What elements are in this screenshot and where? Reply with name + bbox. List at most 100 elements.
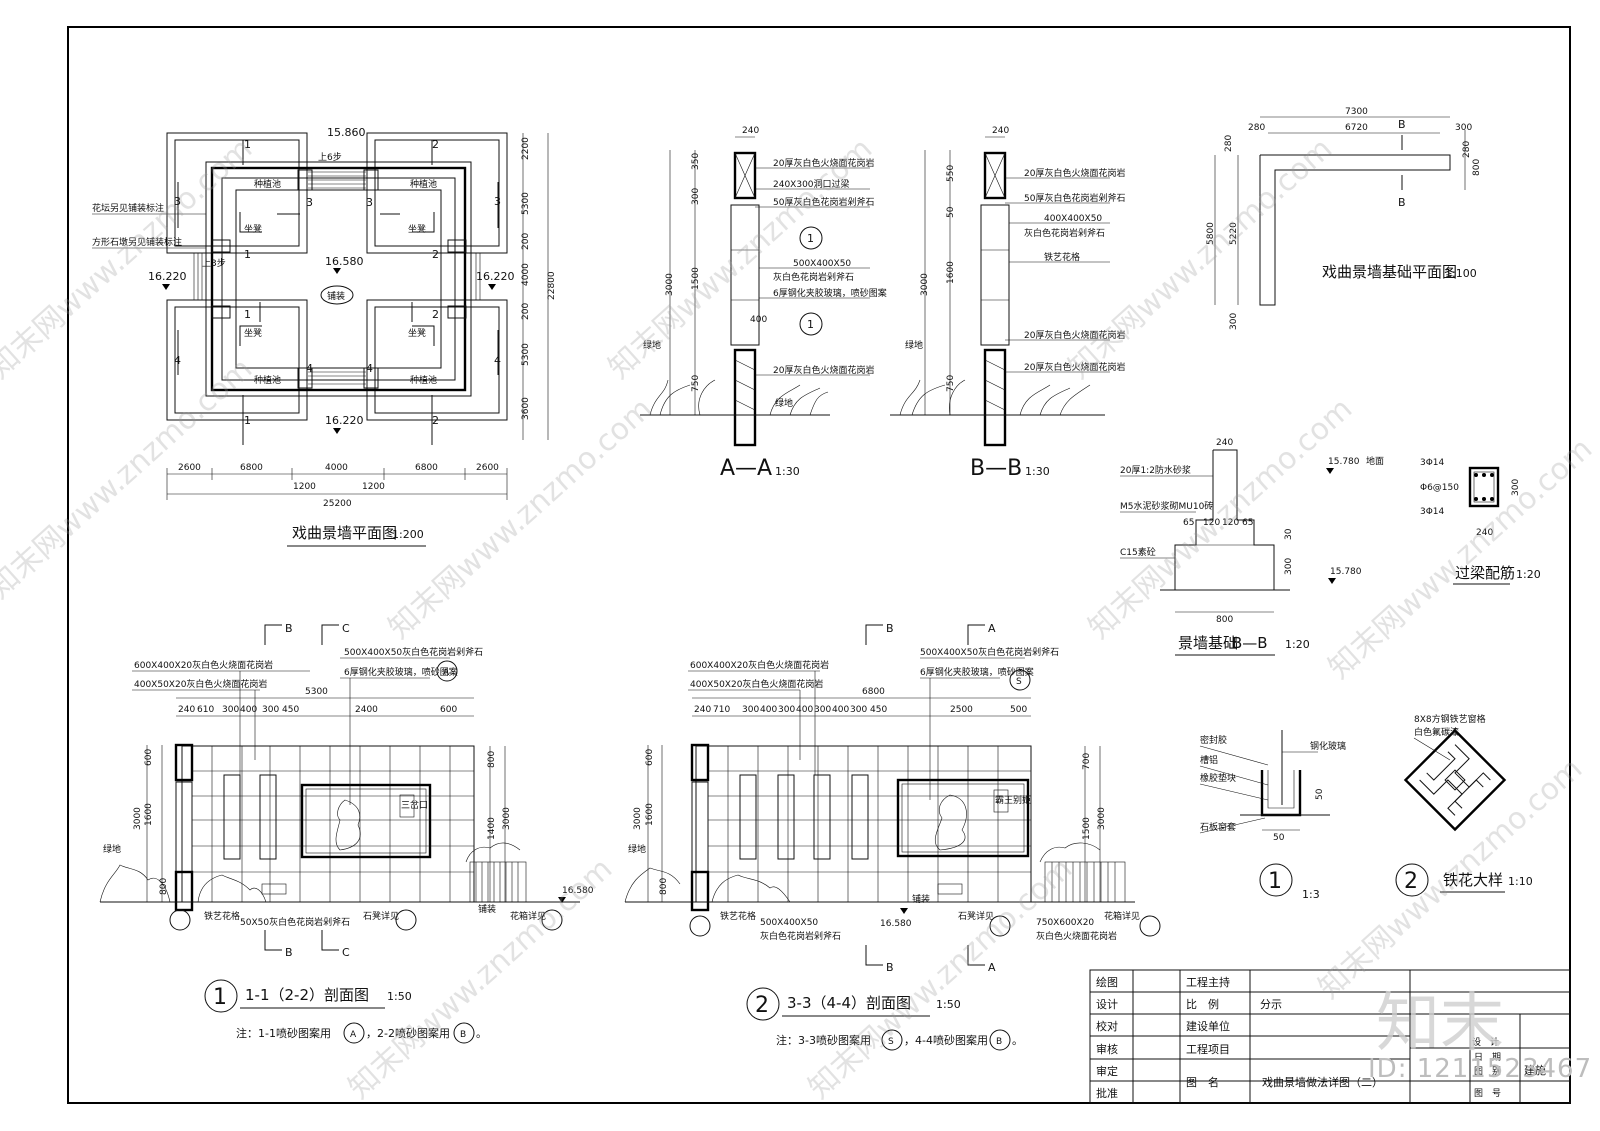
detail-2: 8X8方钢铁艺窗格 白色氟碳漆 2 铁花大样 1:10	[1395, 713, 1533, 897]
plan-title: 戏曲景墙平面图	[292, 524, 397, 542]
e2-dim: 450	[870, 705, 887, 715]
e2-scale: 1:50	[936, 998, 961, 1011]
e2-greenery: 绿地	[628, 843, 646, 855]
tb-label: 审核	[1096, 1042, 1118, 1056]
aa-dim: 350	[691, 153, 701, 170]
e2-dim: 1500	[1082, 817, 1092, 840]
plan-sec-mark: 1	[244, 248, 251, 261]
e2-dim: 700	[1082, 753, 1092, 770]
e1-dim: 1600	[144, 803, 154, 826]
e2-dim-total: 3000	[633, 807, 643, 830]
plan-elev-left: 16.220	[148, 270, 187, 283]
tb-label: 设 计	[1472, 1036, 1499, 1048]
foundation-plan: 7300 6720 280 300 280 800 280 5800 5220 …	[1206, 107, 1482, 330]
tb-label: 校对	[1096, 1019, 1118, 1033]
plan-sec-mark: 4	[366, 362, 373, 375]
foundation-section: 240 65 120 120 65 30 300 800 15.780 地面 1…	[1120, 438, 1384, 656]
e2-footnote: 。	[1012, 1034, 1023, 1047]
aa-note: 6厚钢化夹胶玻璃，喷砂图案	[773, 287, 887, 299]
plan-dim: 6800	[240, 463, 263, 473]
watermark-id: ID: 1211523467	[1368, 1054, 1593, 1084]
section-b-b: 240 550 50 1600 750 3000 20厚灰白色火烧面花岗岩 50…	[890, 126, 1125, 481]
beam-title: 过梁配筋	[1455, 564, 1515, 582]
e1-sign-text: 三岔口	[401, 800, 428, 811]
e2-cut-mark: B	[886, 622, 894, 635]
fsec-elev: 15.780	[1330, 567, 1362, 577]
tb-label: 图 号	[1474, 1088, 1501, 1099]
e2-callout: S	[1016, 677, 1022, 687]
plan-sec-mark: 1	[244, 414, 251, 427]
e2-cut-mark: A	[988, 622, 996, 635]
plan-dim: 6800	[415, 463, 438, 473]
fsec-sub: B—B	[1232, 634, 1268, 652]
e1-greenery: 绿地	[103, 843, 121, 855]
fsec-dim: 120	[1222, 518, 1239, 528]
aa-scale: 1:30	[775, 465, 800, 478]
plan-sec-mark: 2	[432, 414, 439, 427]
plan-left-note: 花坛另见铺装标注	[92, 202, 164, 214]
fsec-dim: 30	[1284, 528, 1294, 540]
plan-elev-center: 16.580	[325, 255, 364, 268]
plan-planter-label: 种植池	[254, 178, 281, 190]
fsec-dim: 120	[1203, 518, 1220, 528]
plan-dim: 2600	[178, 463, 201, 473]
e2-note: 750X600X20	[1036, 918, 1094, 928]
e2-dim-total: 6800	[862, 687, 885, 697]
e1-title: 1-1（2-2）剖面图	[245, 986, 369, 1004]
bb-title: B—B	[970, 456, 1022, 481]
e2-num: 2	[755, 993, 769, 1018]
bb-scale: 1:30	[1025, 465, 1050, 478]
e2-dim: 710	[713, 705, 730, 715]
plan-sec-mark: 1	[244, 138, 251, 151]
d1-note: 石板窗套	[1200, 821, 1236, 833]
aa-greenery: 绿地	[643, 339, 661, 351]
e1-num: 1	[213, 985, 227, 1010]
fsec-note: 20厚1:2防水砂浆	[1120, 464, 1191, 476]
e1-dim-total: 5300	[305, 687, 328, 697]
aa-greenery: 绿地	[775, 397, 793, 409]
fplan-dim: 800	[1472, 159, 1482, 176]
fsec-note: M5水泥砂浆砌MU10砖	[1120, 500, 1213, 512]
aa-callout: 1	[807, 318, 814, 331]
bb-note: 20厚灰白色火烧面花岗岩	[1024, 329, 1125, 341]
fsec-title: 景墙基础	[1178, 634, 1238, 652]
fplan-dim: 5800	[1206, 222, 1216, 245]
plan-elev-top: 15.860	[327, 126, 366, 139]
plan-dim-total: 25200	[323, 499, 352, 509]
e1-footnote: 。	[476, 1027, 487, 1040]
watermark-text: 知末网www.znzmo.com	[802, 851, 1079, 1106]
aa-dim-total: 3000	[665, 273, 675, 296]
e2-dim: 400	[832, 705, 849, 715]
e2-dim-total: 3000	[1097, 807, 1107, 830]
e1-note: 400X50X20灰白色火烧面花岗岩	[134, 678, 267, 690]
fplan-dim: 5220	[1229, 222, 1239, 245]
e2-dim: 400	[796, 705, 813, 715]
tb-drawing-name: 戏曲景墙做法详图（二）	[1262, 1075, 1383, 1089]
e1-dim: 800	[159, 878, 169, 895]
plan-planter-label: 种植池	[410, 374, 437, 386]
fplan-title: 戏曲景墙基础平面图	[1322, 263, 1457, 281]
e2-dim: 300	[778, 705, 795, 715]
e2-note: 灰白色花岗岩剁斧石	[760, 930, 841, 942]
d1-note: 密封胶	[1200, 734, 1227, 746]
title-block: 绘图 设计 校对 审核 审定 批准 工程主持 比 例 建设单位 工程项目 图 名…	[1089, 969, 1571, 1104]
e1-footnote-callout: B	[460, 1030, 466, 1040]
plan-elev-right: 16.220	[476, 270, 515, 283]
e2-footnote-callout: S	[888, 1037, 894, 1047]
fsec-ground: 地面	[1366, 455, 1384, 467]
aa-dim: 400	[750, 315, 767, 325]
e1-scale: 1:50	[387, 990, 412, 1003]
d2-num: 2	[1404, 869, 1418, 894]
e1-dim: 610	[197, 705, 214, 715]
bb-note: 400X400X50	[1044, 214, 1102, 224]
beam-label: 3Φ14	[1420, 507, 1445, 517]
bb-dim: 550	[946, 165, 956, 182]
e2-footnote: 注：3-3喷砂图案用	[776, 1033, 871, 1047]
e2-sign-text: 霸王别姬	[995, 794, 1031, 806]
bb-greenery: 绿地	[905, 339, 923, 351]
e1-dim-total: 3000	[133, 807, 143, 830]
e2-dim: 600	[645, 749, 655, 766]
plan-sec-mark: 3	[174, 195, 181, 208]
aa-title: A—A	[720, 456, 772, 481]
fplan-dim: 7300	[1345, 107, 1368, 117]
